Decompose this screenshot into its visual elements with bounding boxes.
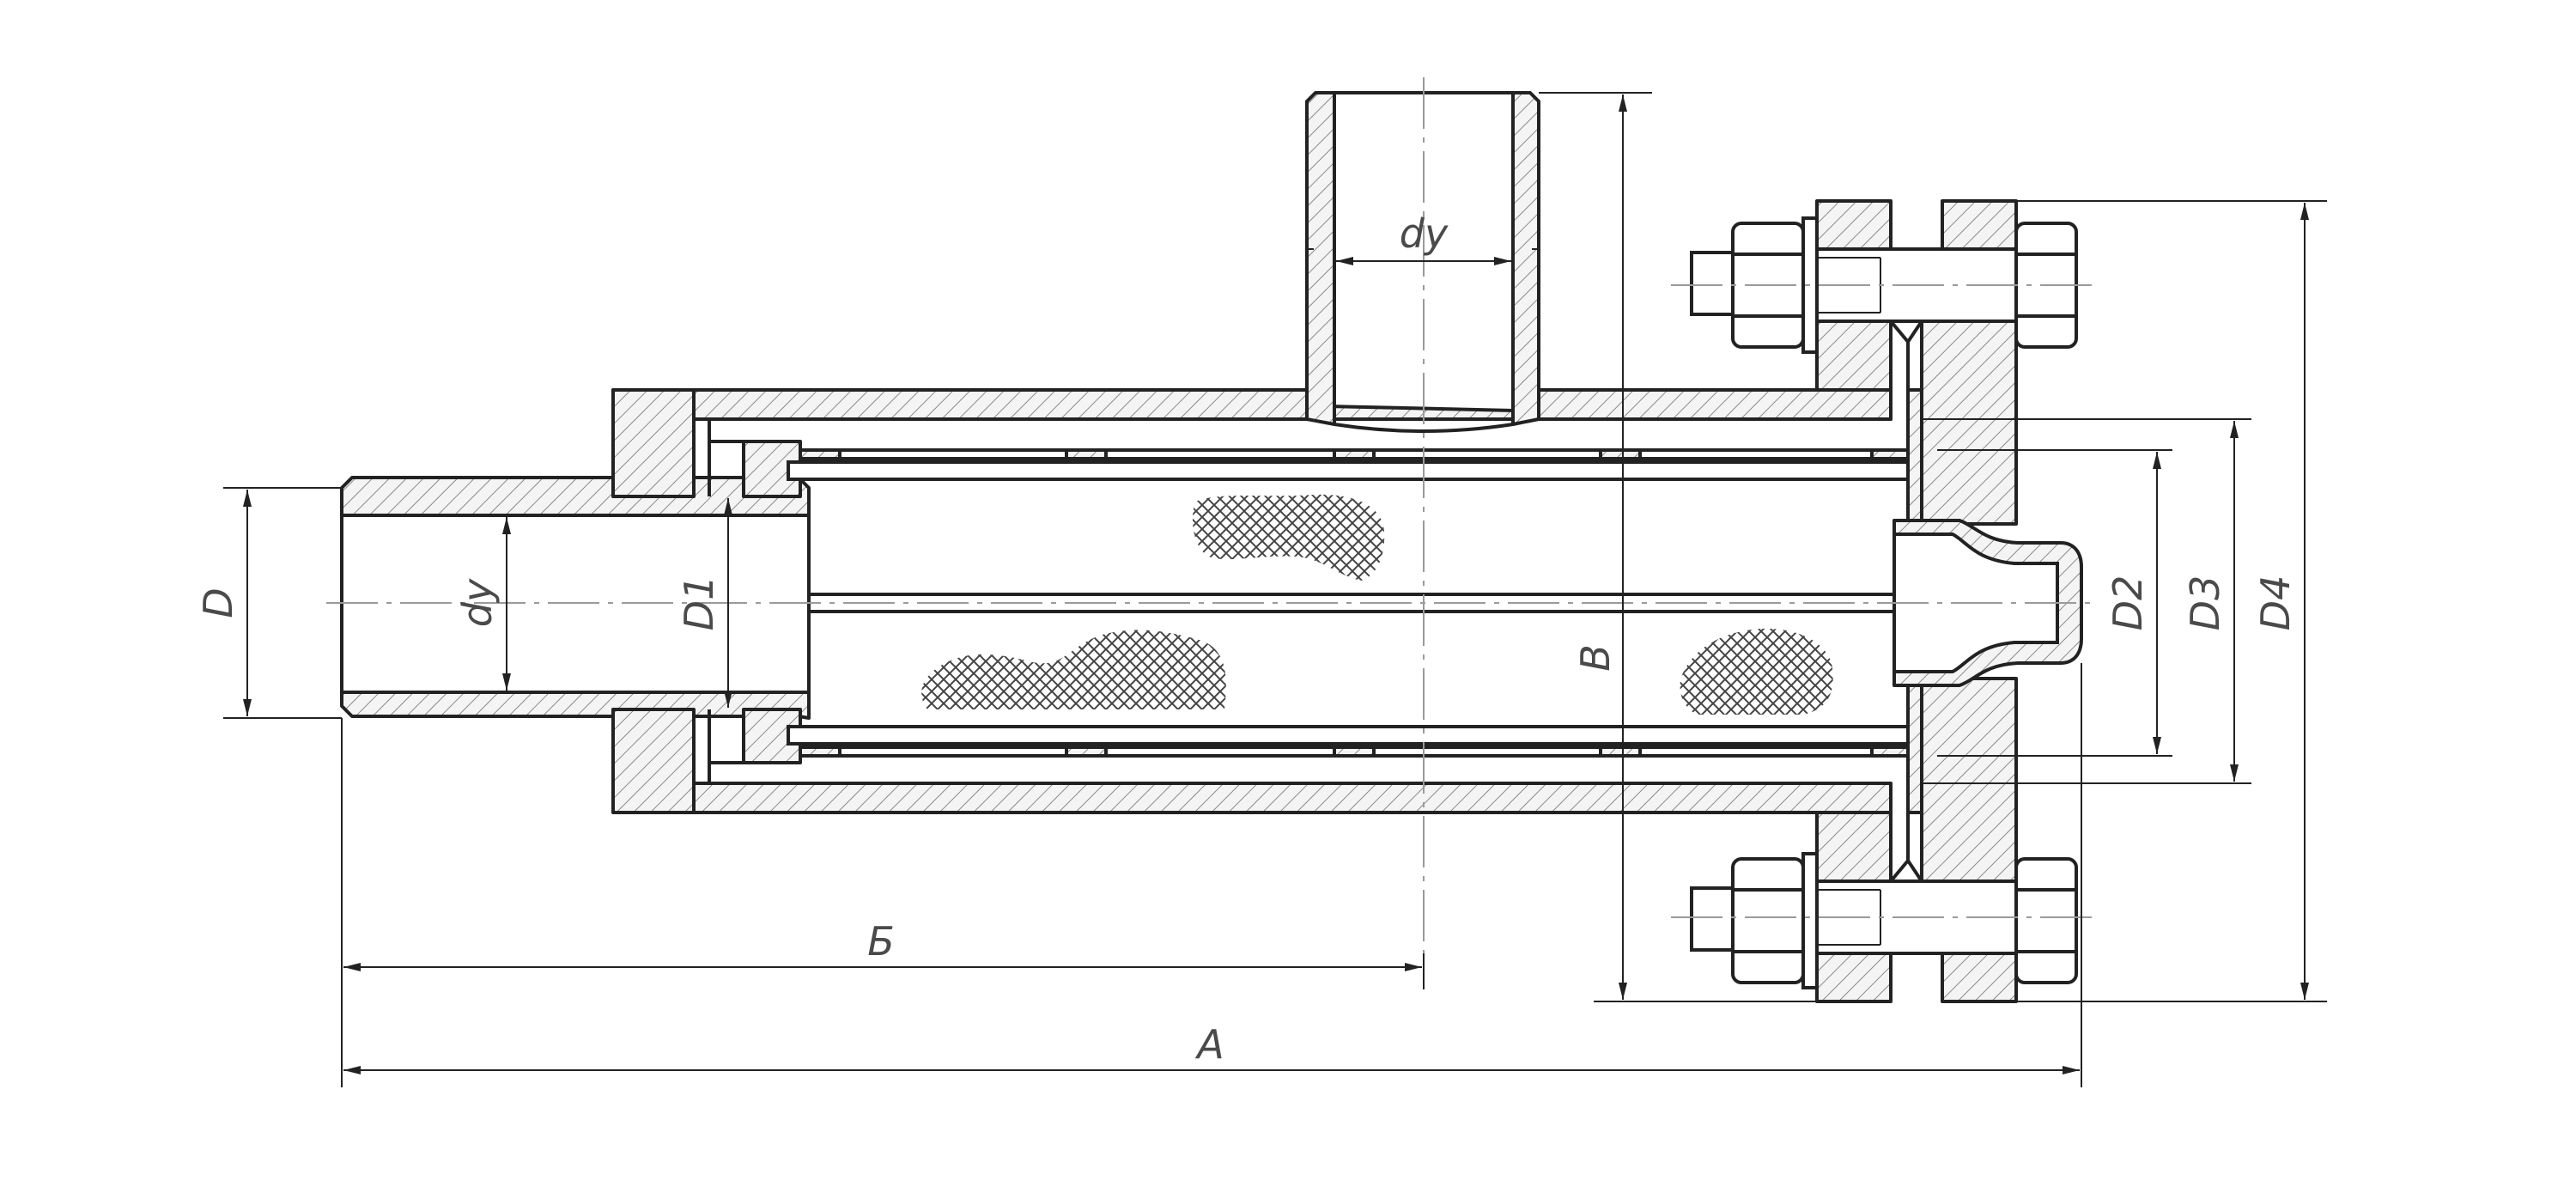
center-lines (326, 77, 2095, 988)
inlet-pipe (340, 476, 811, 720)
dimension-labels: dy D dy D1 B D2 D3 D4 Б A (195, 210, 2299, 1068)
label-D4: D4 (2252, 575, 2299, 631)
mesh-patch-bottom-left (921, 630, 1226, 709)
mesh-patch-top (1192, 494, 1385, 581)
mesh-patch-bottom-right (1680, 628, 1833, 715)
label-dy-left: dy (454, 578, 501, 627)
label-D1: D1 (676, 575, 722, 631)
label-D2: D2 (2105, 575, 2151, 631)
label-A: A (1194, 1021, 1224, 1068)
label-D: D (195, 587, 241, 618)
branch-pipe (1305, 91, 1540, 433)
label-Б: Б (867, 918, 895, 965)
label-dy-top: dy (1400, 210, 1449, 257)
filter-element (787, 460, 1939, 746)
label-B: B (1572, 644, 1619, 672)
dimension-lines (243, 94, 2309, 1074)
label-D3: D3 (2182, 575, 2228, 631)
extension-lines (223, 92, 2327, 1087)
